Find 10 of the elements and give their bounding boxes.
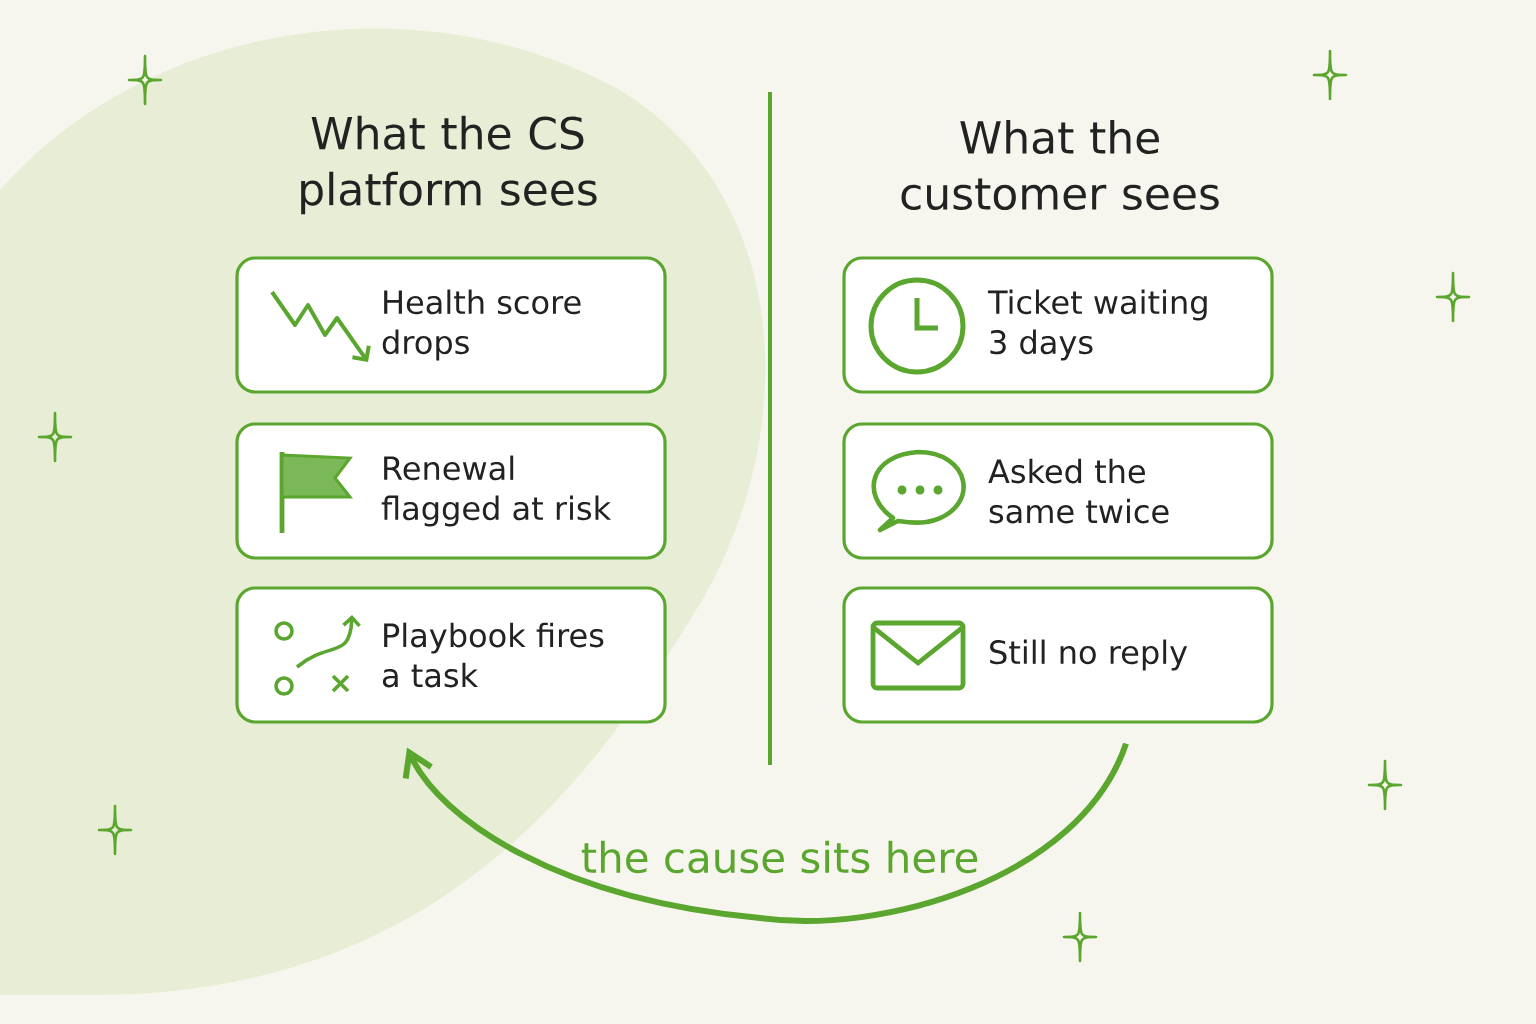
item-box: Renewal flagged at risk [235,422,667,560]
curved-arrow [402,742,1129,924]
item-box: Asked the same twice [842,422,1274,560]
column-heading: What the customer sees [901,119,1219,211]
edge-label: the cause sits here [581,840,978,874]
item-box: Health score drops [235,256,667,394]
item-box: Ticket waiting 3 days [842,256,1274,394]
item-box: Still no reply [842,586,1274,724]
column-heading: What the CS platform sees [301,115,597,215]
item-box: Playbook fires a task [235,586,667,724]
